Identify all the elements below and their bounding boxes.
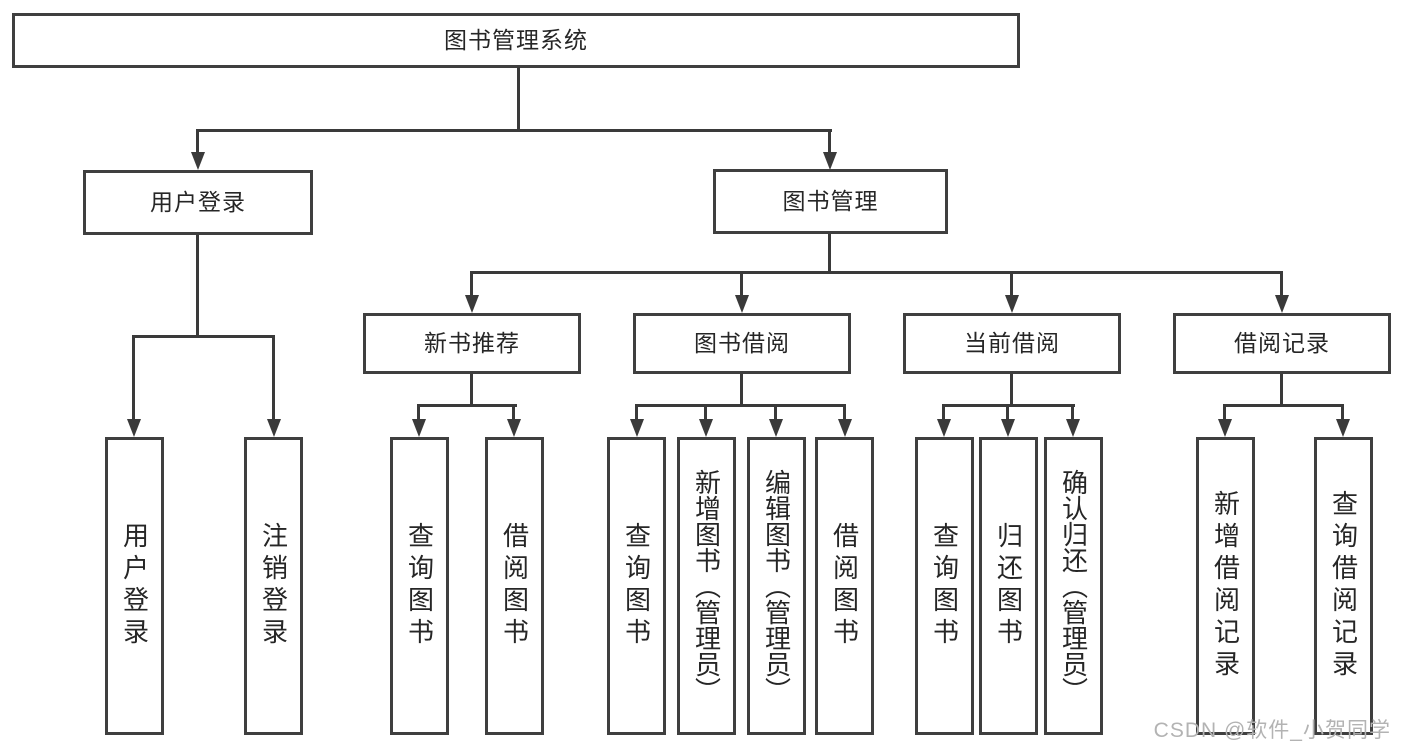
node-book-borrow: 图书借阅	[633, 313, 851, 374]
arrow-down-icon	[937, 419, 951, 437]
connector-line	[132, 335, 135, 421]
connector-line	[1280, 271, 1283, 298]
arrow-down-icon	[823, 152, 837, 170]
arrow-down-icon	[1218, 419, 1232, 437]
connector-line	[1280, 374, 1283, 407]
node-leaf-edit-books-admin: 编辑图书（管理员）	[747, 437, 806, 735]
arrow-down-icon	[769, 419, 783, 437]
csdn-watermark: CSDN @软件_小贺同学	[1153, 719, 1391, 742]
connector-line	[1223, 404, 1343, 407]
node-leaf-borrow-books-1: 借阅图书	[485, 437, 544, 735]
connector-line	[470, 374, 473, 407]
arrow-down-icon	[127, 419, 141, 437]
arrow-down-icon	[1336, 419, 1350, 437]
connector-line	[1341, 404, 1344, 421]
arrow-down-icon	[699, 419, 713, 437]
node-leaf-query-books-1: 查询图书	[390, 437, 449, 735]
connector-line	[470, 271, 1283, 274]
connector-line	[635, 404, 638, 421]
connector-line	[1006, 404, 1009, 421]
arrow-down-icon	[1005, 295, 1019, 313]
connector-line	[417, 404, 420, 421]
node-leaf-query-books-2: 查询图书	[607, 437, 666, 735]
connector-line	[828, 234, 831, 274]
node-leaf-add-books-admin: 新增图书（管理员）	[677, 437, 736, 735]
connector-line	[635, 404, 846, 407]
connector-line	[1010, 374, 1013, 407]
arrow-down-icon	[1001, 419, 1015, 437]
node-current-borrow: 当前借阅	[903, 313, 1121, 374]
node-leaf-borrow-books-2: 借阅图书	[815, 437, 874, 735]
node-user-login: 用户登录	[83, 170, 313, 235]
arrow-down-icon	[838, 419, 852, 437]
arrow-down-icon	[465, 295, 479, 313]
connector-line	[774, 404, 777, 421]
connector-line	[740, 374, 743, 407]
arrow-down-icon	[507, 419, 521, 437]
arrow-down-icon	[267, 419, 281, 437]
node-new-book-recommend: 新书推荐	[363, 313, 581, 374]
connector-line	[196, 129, 832, 132]
arrow-down-icon	[735, 295, 749, 313]
connector-line	[740, 271, 743, 298]
connector-line	[828, 129, 831, 155]
node-leaf-confirm-return-admin: 确认归还（管理员）	[1044, 437, 1103, 735]
arrow-down-icon	[630, 419, 644, 437]
node-leaf-user-login: 用户登录	[105, 437, 164, 735]
connector-line	[512, 404, 515, 421]
node-borrow-records: 借阅记录	[1173, 313, 1391, 374]
connector-line	[417, 404, 517, 407]
connector-line	[704, 404, 707, 421]
node-leaf-add-borrow-record: 新增借阅记录	[1196, 437, 1255, 735]
connector-line	[272, 335, 275, 421]
connector-line	[517, 67, 520, 131]
arrow-down-icon	[412, 419, 426, 437]
node-book-management: 图书管理	[713, 169, 948, 234]
connector-line	[196, 235, 199, 337]
node-leaf-query-books-3: 查询图书	[915, 437, 974, 735]
arrow-down-icon	[1275, 295, 1289, 313]
node-root: 图书管理系统	[12, 13, 1020, 68]
connector-line	[942, 404, 945, 421]
node-leaf-return-books: 归还图书	[979, 437, 1038, 735]
arrow-down-icon	[1066, 419, 1080, 437]
connector-line	[1010, 271, 1013, 298]
node-leaf-logout: 注销登录	[244, 437, 303, 735]
connector-line	[843, 404, 846, 421]
connector-line	[1223, 404, 1226, 421]
connector-line	[196, 129, 199, 155]
arrow-down-icon	[191, 152, 205, 170]
connector-line	[470, 271, 473, 298]
node-leaf-query-borrow-record: 查询借阅记录	[1314, 437, 1373, 735]
connector-line	[132, 335, 275, 338]
connector-line	[1071, 404, 1074, 421]
